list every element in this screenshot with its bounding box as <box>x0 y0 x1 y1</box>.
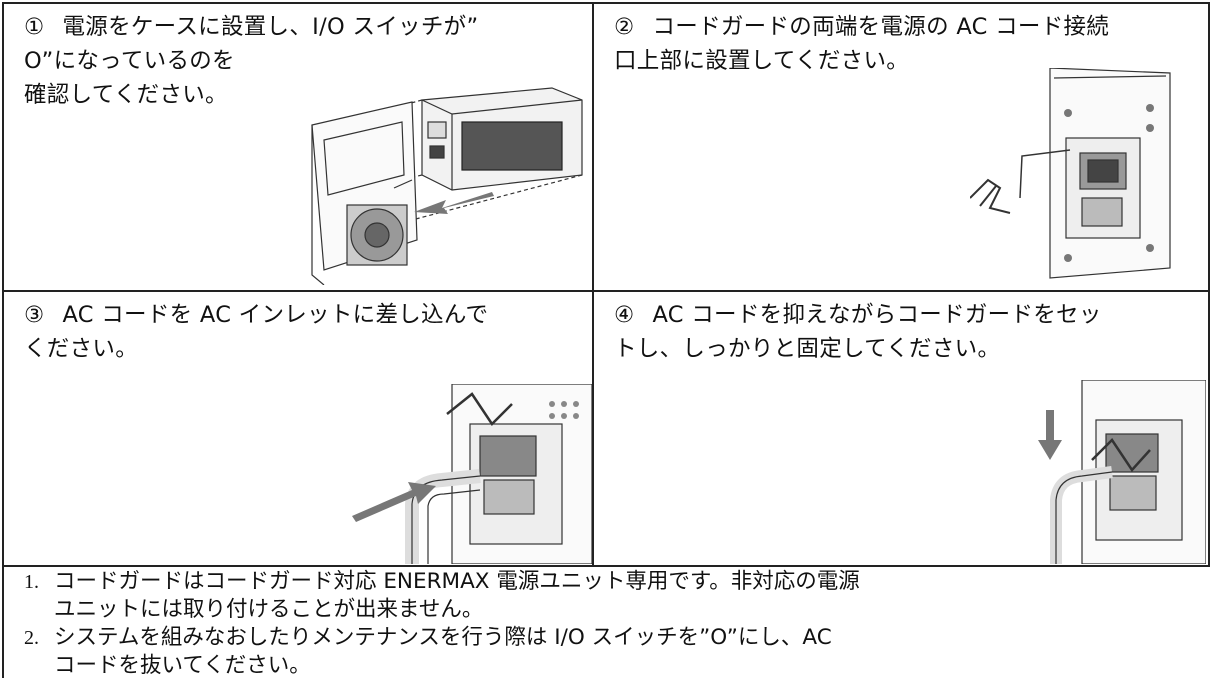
table-divider-vertical <box>592 2 594 567</box>
table-divider-horizontal <box>2 290 1210 292</box>
cord-guard-place-illustration <box>970 68 1192 288</box>
notes-list: 1. コードガードはコードガード対応 ENERMAX 電源ユニット専用です。非対… <box>24 568 1204 680</box>
table-border-right <box>1208 2 1210 567</box>
step-3-number: ③ <box>24 302 45 328</box>
psu-install-illustration <box>302 80 592 285</box>
cord-guard-fix-illustration <box>1032 380 1206 564</box>
note-1-number: 1. <box>24 571 39 593</box>
note-2-text: システムを組みなおしたりメンテナンスを行う際は I/O スイッチを”O”にし、A… <box>54 625 832 678</box>
step-2-number: ② <box>614 14 635 40</box>
ac-cord-insert-illustration <box>352 384 592 564</box>
step-1-number: ① <box>24 14 45 40</box>
table-divider-bottom <box>2 565 1210 567</box>
note-item-1: 1. コードガードはコードガード対応 ENERMAX 電源ユニット専用です。非対… <box>24 568 1204 624</box>
note-2-number: 2. <box>24 627 39 649</box>
note-1-text: コードガードはコードガード対応 ENERMAX 電源ユニット専用です。非対応の電… <box>54 569 860 622</box>
table-border-top <box>2 2 1210 4</box>
note-item-2: 2. システムを組みなおしたりメンテナンスを行う際は I/O スイッチを”O”に… <box>24 624 1204 680</box>
step-4-number: ④ <box>614 302 635 328</box>
table-border-left <box>2 2 4 678</box>
